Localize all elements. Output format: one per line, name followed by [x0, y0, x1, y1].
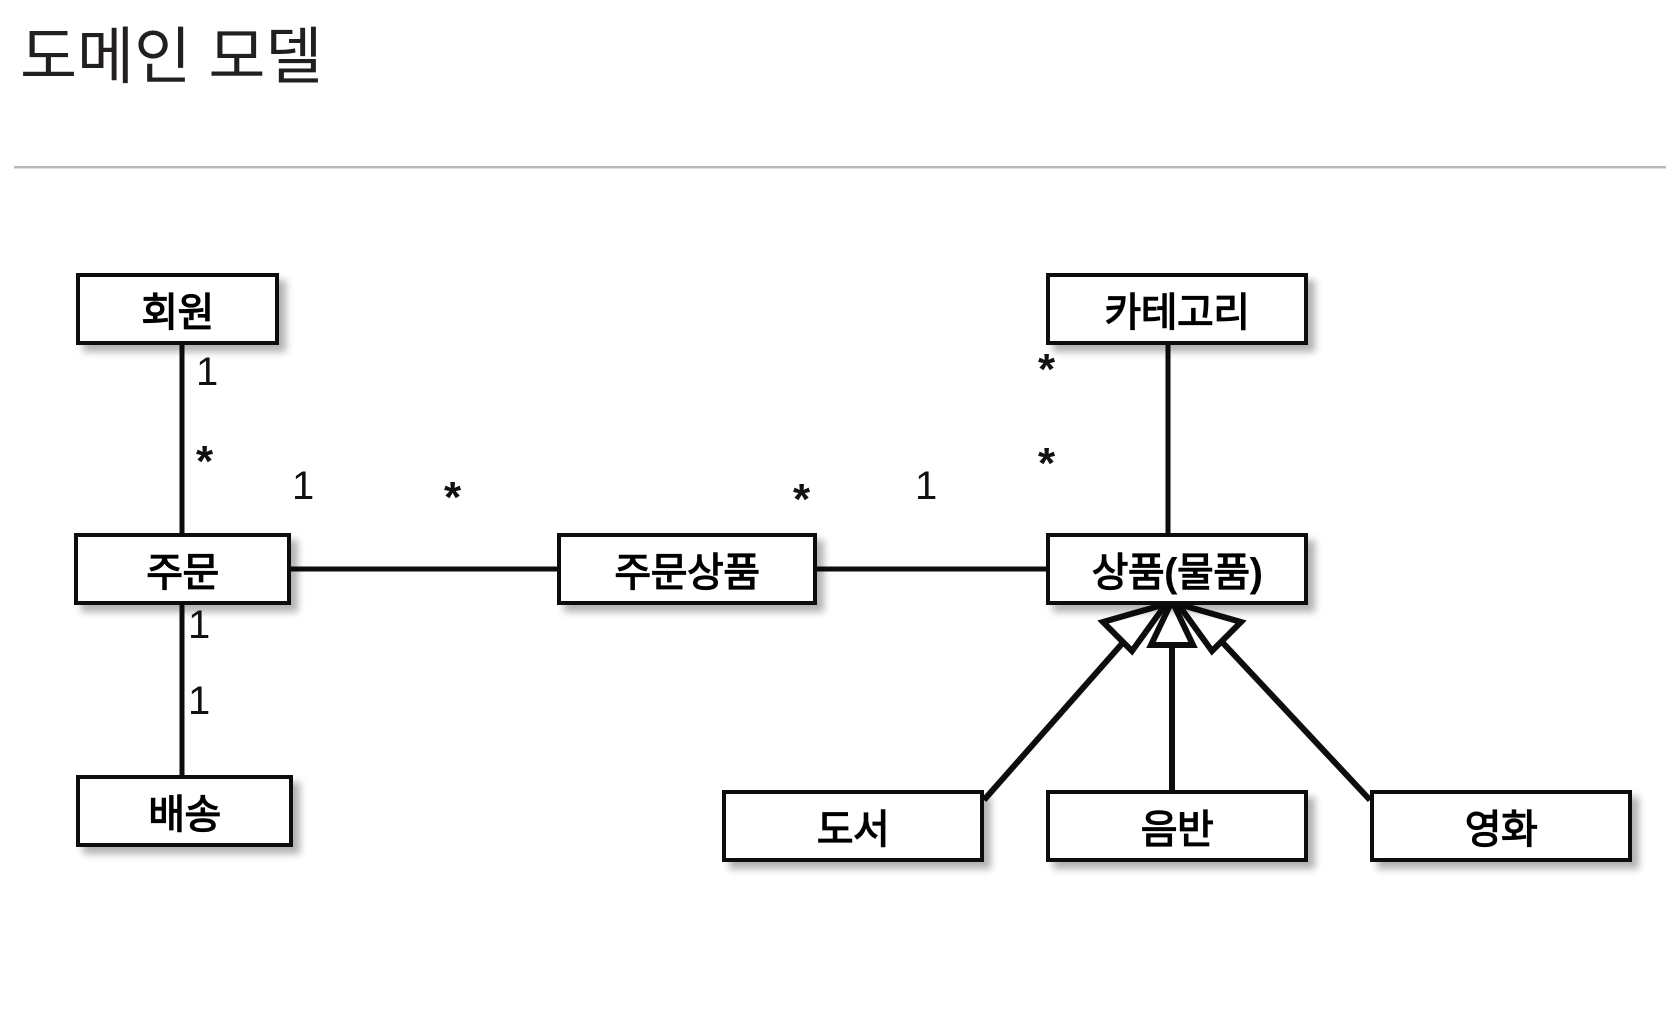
class-label-order: 주문: [146, 551, 219, 595]
multiplicity-category-product-near-category: *: [1038, 345, 1056, 394]
class-label-book: 도서: [816, 808, 890, 852]
generalization-arrowhead-book: [1097, 598, 1174, 656]
multiplicity-member-order-near-order: *: [196, 437, 214, 486]
multiplicity-order-delivery-near-delivery: 1: [188, 679, 211, 723]
class-label-product: 상품(물품): [1091, 551, 1263, 595]
class-label-order-item: 주문상품: [614, 551, 760, 595]
class-label-member: 회원: [141, 291, 214, 335]
multiplicity-member-order-near-member: 1: [196, 350, 219, 394]
class-box-member[interactable]: 회원: [76, 273, 279, 345]
multiplicity-orderitem-product-near-product: 1: [915, 464, 938, 508]
multiplicity-category-product-near-product: *: [1038, 439, 1056, 488]
class-label-delivery: 배송: [148, 793, 221, 837]
class-box-order[interactable]: 주문: [74, 533, 291, 605]
class-label-album: 음반: [1140, 808, 1214, 852]
class-box-book[interactable]: 도서: [722, 790, 984, 862]
generalization-arrowhead-album: [1146, 594, 1198, 648]
generalization-line-movie-product: [1191, 609, 1373, 803]
page-title: 도메인 모델: [20, 23, 323, 92]
class-box-album[interactable]: 음반: [1046, 790, 1308, 862]
class-box-category[interactable]: 카테고리: [1046, 273, 1308, 345]
title-divider: [14, 166, 1666, 168]
multiplicity-order-delivery-near-order: 1: [188, 603, 211, 647]
class-box-movie[interactable]: 영화: [1370, 790, 1632, 862]
generalization-arrowhead-movie: [1170, 598, 1247, 656]
multiplicity-order-orderitem-near-orderitem: *: [444, 473, 462, 522]
class-label-category: 카테고리: [1104, 291, 1250, 335]
class-box-delivery[interactable]: 배송: [76, 775, 293, 847]
multiplicity-orderitem-product-near-orderitem: *: [793, 475, 811, 524]
generalization-line-book-product: [981, 610, 1153, 802]
class-box-product[interactable]: 상품(물품): [1046, 533, 1308, 605]
class-label-movie: 영화: [1464, 808, 1538, 852]
multiplicity-order-orderitem-near-order: 1: [292, 464, 315, 508]
class-box-order-item[interactable]: 주문상품: [557, 533, 817, 605]
